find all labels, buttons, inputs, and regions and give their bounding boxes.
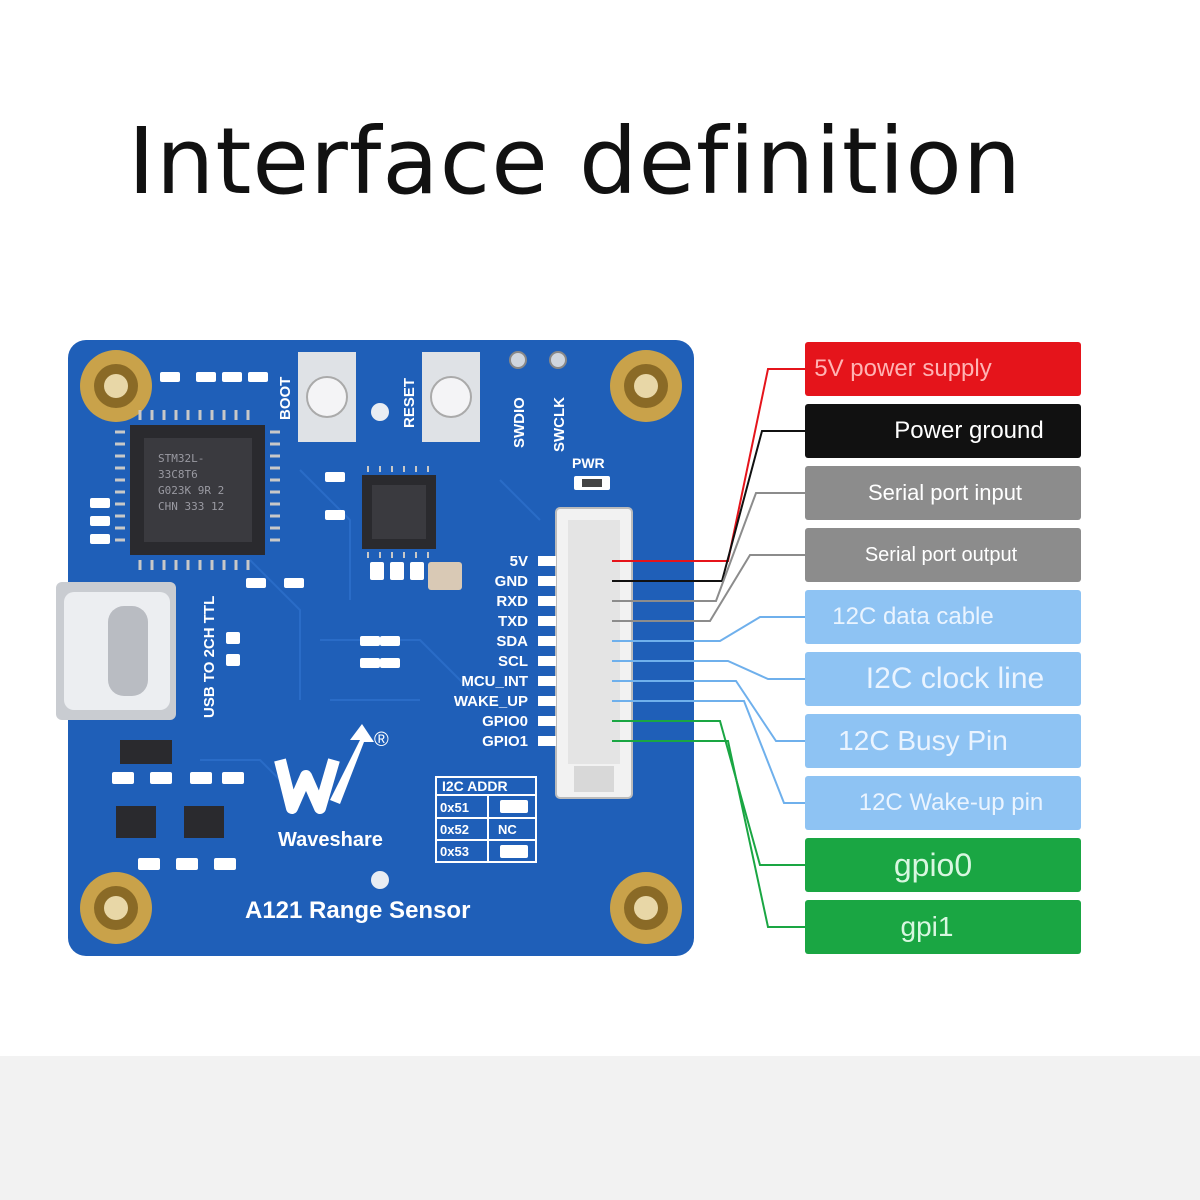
pin-label-scl: SCL [498,653,528,670]
reset-label: RESET [401,378,418,428]
pin-label-txd: TXD [498,613,528,630]
wire-5 [612,616,805,642]
legend-label: Serial port input [867,480,1023,505]
legend-label: Power ground [894,417,1044,444]
wire-4 [612,554,805,622]
swclk-label: SWCLK [551,397,568,452]
pwr-label: PWR [572,455,605,471]
mcu-chip: STM32L- 33C8T6 G023K 9R 2 CHN 333 12 [115,410,280,570]
transistor [184,806,224,838]
boot-label: BOOT [277,377,294,420]
legend-item-7: 12C Busy Pin [805,714,1081,768]
via-hole [371,403,389,421]
swdio-label: SWDIO [511,397,528,448]
legend-item-6: I2C clock line [805,652,1081,706]
legend-item-1: 5V power supply [805,342,1081,396]
usb-label: USB TO 2CH TTL [201,596,218,718]
chip-marking-line: G023K 9R 2 [158,484,224,497]
legend-label: 12C data cable [832,603,994,630]
pin-label-5v: 5V [510,553,528,570]
pcb-traces [200,469,541,791]
swclk-pad-icon [549,351,567,369]
footer-band [0,1056,1200,1200]
i2c-table-value: NC [498,822,517,837]
legend-label: 12C Busy Pin [838,725,1008,756]
legend-label: 12C Wake-up pin [858,789,1044,816]
pwr-led-core [582,479,602,487]
pin-pads [538,556,556,746]
crystal [428,562,462,590]
i2c-table-addr: 0x52 [440,822,469,837]
chip-marking-line: STM32L- [158,452,204,465]
legend-item-8: 12C Wake-up pin [805,776,1081,830]
wire-8 [612,700,805,804]
pin-connector [555,507,633,799]
legend-item-2: Power ground [805,404,1081,458]
passive-components [90,372,424,870]
wire-1 [612,368,805,562]
usb-c-port [56,582,176,720]
transistor [116,806,156,838]
legend-label: 5V power supply [814,355,992,382]
legend-item-10: gpi1 [805,900,1081,954]
i2c-table-addr: 0x53 [440,844,469,859]
legend-label: gpio0 [893,846,973,883]
legend-label: I2C clock line [865,662,1045,695]
pin-label-gpio0: GPIO0 [482,713,528,730]
swdio-pad-icon [509,351,527,369]
pin-label-gpio1: GPIO1 [482,733,528,750]
pin-label-rxd: RXD [496,593,528,610]
legend-label: Serial port output [864,543,1018,566]
mounting-holes [80,350,682,944]
i2c-table-addr: 0x51 [440,800,469,815]
legend-label: gpi1 [900,911,954,942]
registered-mark: ® [374,729,389,751]
pin-label-mcu-int: MCU_INT [461,673,528,690]
chip-marking-line: 33C8T6 [158,468,198,481]
wire-2 [612,430,805,582]
radar-chip [362,466,436,558]
wire-10 [612,740,805,928]
page-title: Interface definition [127,108,1023,215]
wire-6 [612,660,805,680]
pin-label-gnd: GND [495,573,529,590]
via-hole [371,871,389,889]
board-name: A121 Range Sensor [245,897,470,924]
waveshare-logo-icon [274,724,374,814]
i2c-table-header: I2C ADDR [442,778,508,794]
reset-button-graphic [422,352,480,442]
legend-item-3: Serial port input [805,466,1081,520]
i2c-addr-table [435,776,537,863]
pin-label-sda: SDA [496,633,528,650]
legend-item-4: Serial port output [805,528,1081,582]
chip-marking-line: CHN 333 12 [158,500,224,513]
wire-7 [612,680,805,742]
wire-3 [612,492,805,602]
regulator [120,740,172,764]
brand-label: Waveshare [278,829,383,851]
pin-label-wake-up: WAKE_UP [454,693,528,710]
legend-item-9: gpio0 [805,838,1081,892]
boot-button-graphic [298,352,356,442]
legend-item-5: 12C data cable [805,590,1081,644]
